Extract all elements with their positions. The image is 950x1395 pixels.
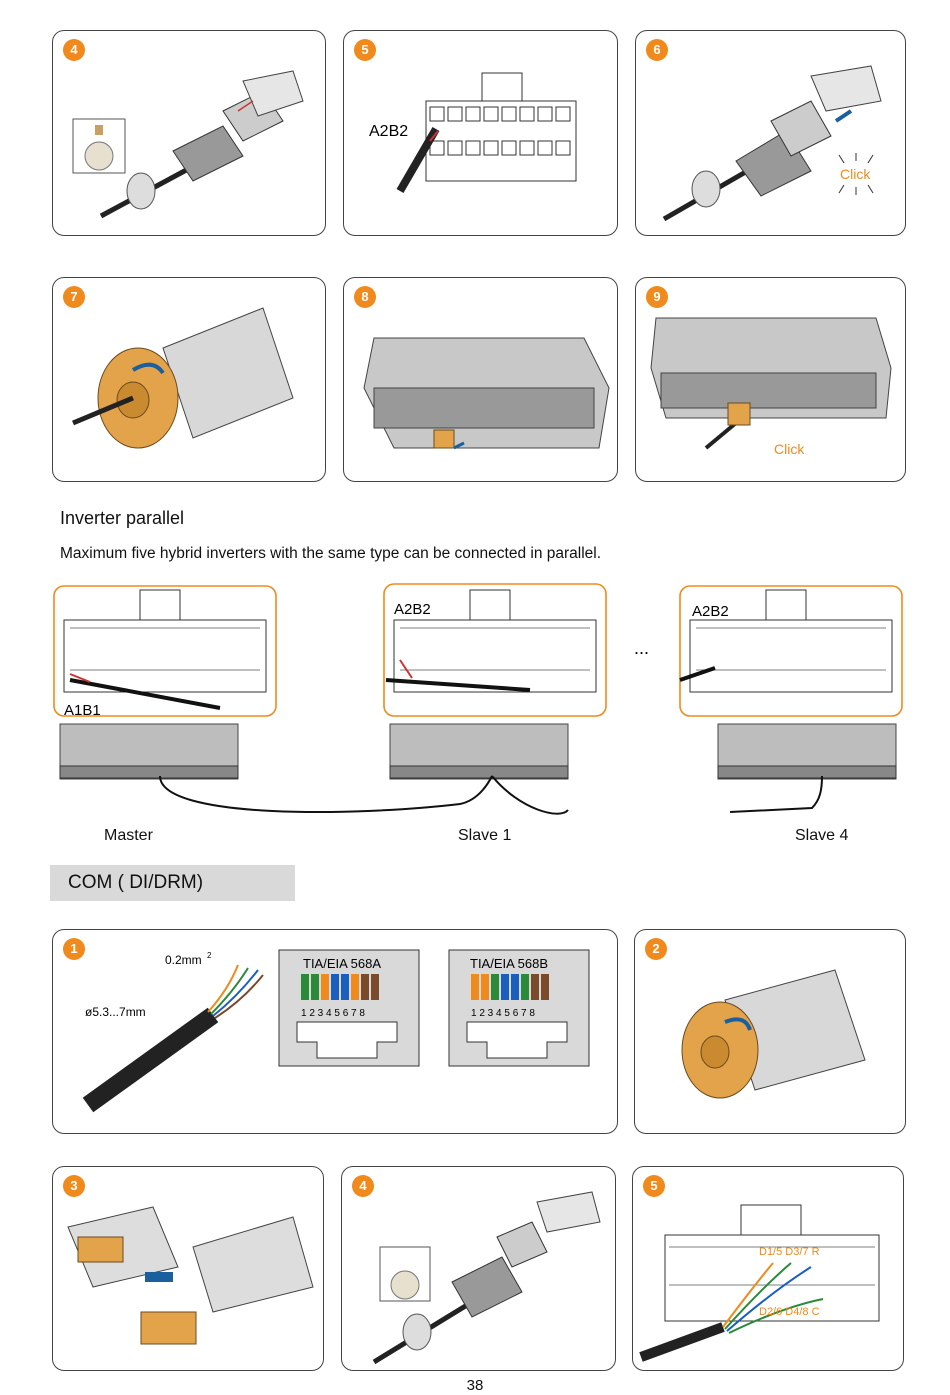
step-panel-9: 9 Click bbox=[635, 277, 906, 482]
tighten-nut-illustration bbox=[53, 278, 326, 482]
step-panel-8: 8 bbox=[343, 277, 618, 482]
inverter-slave4-label: Slave 4 bbox=[795, 827, 848, 845]
step-panel-7: 7 bbox=[52, 277, 326, 482]
a2b2-label: A2B2 bbox=[394, 601, 431, 618]
connector-click-illustration: Click bbox=[636, 31, 906, 236]
wire-size-superscript: 2 bbox=[207, 951, 212, 960]
com-step-panel-3: 3 bbox=[52, 1166, 324, 1371]
a2b2-label: A2B2 bbox=[369, 123, 408, 140]
parallel-wiring-diagram: A1B1 A2B2 A2B2 ... bbox=[0, 580, 950, 840]
parallel-description: Maximum five hybrid inverters with the s… bbox=[60, 545, 601, 563]
terminal-block-illustration: A2B2 bbox=[344, 31, 618, 236]
section-title-parallel: Inverter parallel bbox=[60, 508, 184, 529]
cable-assembly-illustration bbox=[342, 1167, 616, 1371]
click-label: Click bbox=[840, 166, 871, 182]
connector-installed-illustration: Click bbox=[636, 278, 906, 482]
wire-size-label: 0.2mm bbox=[165, 953, 202, 967]
pin-numbers-568a: 1 2 3 4 5 6 7 8 bbox=[301, 1008, 365, 1019]
step-panel-4: 4 bbox=[52, 30, 326, 236]
step-panel-6: 6 Click bbox=[635, 30, 906, 236]
inverter-slave1-label: Slave 1 bbox=[458, 827, 511, 845]
insert-connector-illustration bbox=[344, 278, 618, 482]
ellipsis: ... bbox=[634, 638, 649, 658]
cable-assembly-illustration bbox=[53, 31, 326, 236]
pin-label-bottom: D2/6 D4/8 C bbox=[759, 1306, 820, 1318]
a2b2-label: A2B2 bbox=[692, 603, 729, 620]
tighten-nut-illustration bbox=[635, 930, 906, 1134]
com-step-panel-5: 5 D1/5 D3/7 R D2/6 D4/8 C bbox=[632, 1166, 904, 1371]
com-step-panel-1: 1 0.2mm 2 ø5.3...7mm TIA/EIA 568A TIA/EI… bbox=[52, 929, 618, 1134]
pin-numbers-568b: 1 2 3 4 5 6 7 8 bbox=[471, 1008, 535, 1019]
standard-568b: TIA/EIA 568B bbox=[470, 956, 548, 971]
com-step-panel-2: 2 bbox=[634, 929, 906, 1134]
step-panel-5: 5 A2B2 bbox=[343, 30, 618, 236]
inverter-master-label: Master bbox=[104, 827, 153, 845]
standard-568a: TIA/EIA 568A bbox=[303, 956, 381, 971]
page-number: 38 bbox=[0, 1377, 950, 1394]
com-terminal-wiring-illustration: D1/5 D3/7 R D2/6 D4/8 C bbox=[633, 1167, 904, 1371]
a1b1-label: A1B1 bbox=[64, 702, 101, 719]
disassemble-connector-illustration bbox=[53, 1167, 324, 1371]
section-title-com: COM ( DI/DRM) bbox=[50, 865, 295, 901]
cable-diameter-label: ø5.3...7mm bbox=[85, 1005, 146, 1019]
com-step-panel-4: 4 bbox=[341, 1166, 616, 1371]
click-label: Click bbox=[774, 441, 805, 457]
cable-strip-illustration: 0.2mm 2 ø5.3...7mm TIA/EIA 568A TIA/EIA … bbox=[53, 930, 618, 1134]
pin-label-top: D1/5 D3/7 R bbox=[759, 1246, 820, 1258]
